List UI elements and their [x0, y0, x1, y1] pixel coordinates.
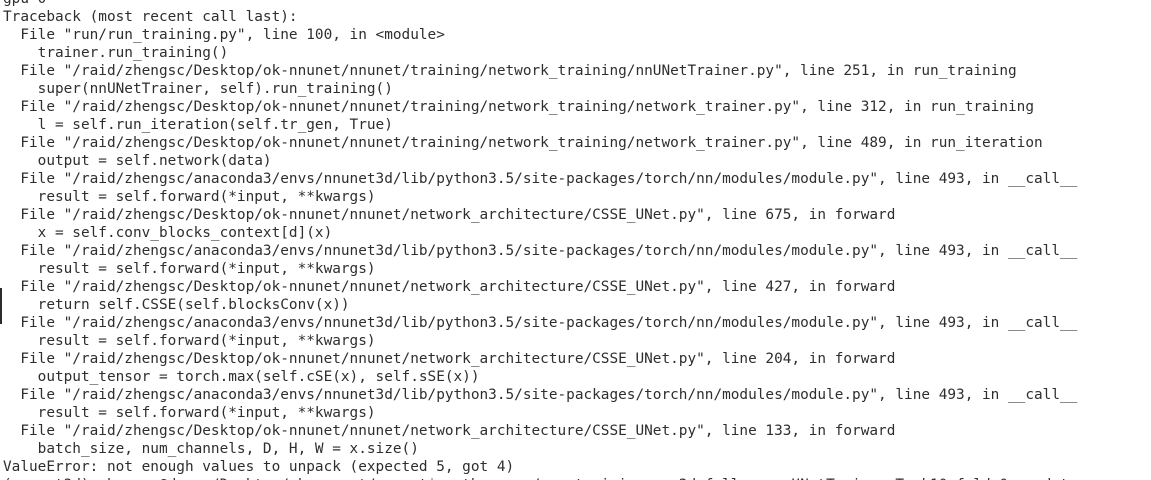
terminal-line: batch_size, num_channels, D, H, W = x.si… [3, 441, 419, 457]
terminal-lines: gpu 0Traceback (most recent call last): … [3, 0, 1151, 480]
terminal-line: result = self.forward(*input, **kwargs) [3, 189, 376, 205]
terminal-line: File "/raid/zhengsc/Desktop/ok-nnunet/nn… [3, 207, 896, 223]
terminal-line: File "/raid/zhengsc/anaconda3/envs/nnune… [3, 243, 1078, 259]
terminal-line: result = self.forward(*input, **kwargs) [3, 261, 376, 277]
terminal-line: File "/raid/zhengsc/Desktop/ok-nnunet/nn… [3, 423, 896, 439]
terminal-line: output = self.network(data) [3, 153, 272, 169]
terminal-line: trainer.run_training() [3, 45, 229, 61]
terminal-line: File "/raid/zhengsc/Desktop/ok-nnunet/nn… [3, 99, 1035, 115]
terminal-line: Traceback (most recent call last): [3, 9, 298, 25]
shell-prompt-line: (nnunet3d) zhengsc@dgx:~/Desktop/ok-nnun… [3, 476, 1151, 480]
terminal-line: x = self.conv_blocks_context[d](x) [3, 225, 333, 241]
terminal-line: ValueError: not enough values to unpack … [3, 459, 515, 475]
terminal-line: return self.CSSE(self.blocksConv(x)) [3, 297, 350, 313]
terminal-line: l = self.run_iteration(self.tr_gen, True… [3, 117, 393, 133]
terminal-line: File "/raid/zhengsc/Desktop/ok-nnunet/nn… [3, 351, 896, 367]
terminal-line: result = self.forward(*input, **kwargs) [3, 333, 376, 349]
window-edge-divider [0, 288, 2, 324]
terminal-line: File "/raid/zhengsc/Desktop/ok-nnunet/nn… [3, 63, 1017, 79]
terminal-line: File "run/run_training.py", line 100, in… [3, 27, 445, 43]
terminal-line: super(nnUNetTrainer, self).run_training(… [3, 81, 393, 97]
terminal-line: File "/raid/zhengsc/anaconda3/envs/nnune… [3, 315, 1078, 331]
terminal-line: File "/raid/zhengsc/Desktop/ok-nnunet/nn… [3, 135, 1043, 151]
terminal-line: File "/raid/zhengsc/anaconda3/envs/nnune… [3, 387, 1078, 403]
terminal-line: output_tensor = torch.max(self.cSE(x), s… [3, 369, 480, 385]
terminal-line: File "/raid/zhengsc/anaconda3/envs/nnune… [3, 171, 1078, 187]
terminal-line: gpu 0 [3, 0, 1151, 8]
terminal-line: result = self.forward(*input, **kwargs) [3, 405, 376, 421]
terminal-line: File "/raid/zhengsc/Desktop/ok-nnunet/nn… [3, 279, 896, 295]
